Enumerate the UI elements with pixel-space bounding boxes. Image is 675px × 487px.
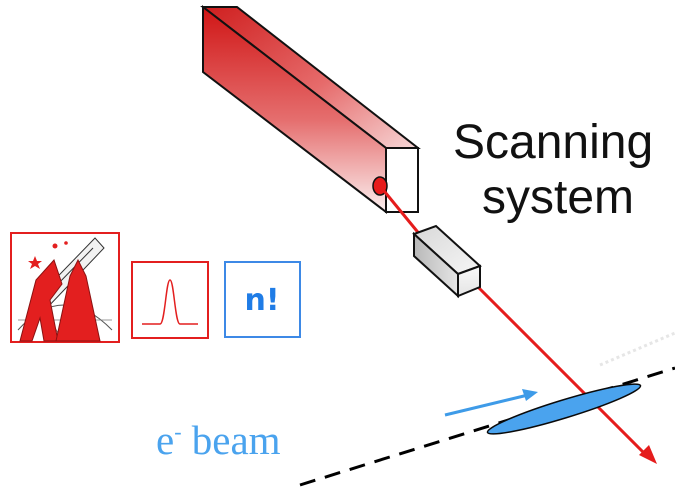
logo-star-1 <box>28 256 42 269</box>
electron-beam-suffix: beam <box>182 417 281 463</box>
optical-element-front-face <box>457 264 481 298</box>
logo-figure-left <box>19 259 63 342</box>
electron-arrowhead <box>522 389 538 401</box>
electron-beam-label: e- beam <box>156 417 281 463</box>
scanning-label: Scanning <box>453 116 653 169</box>
electron-beam-superscript: - <box>174 419 181 444</box>
electron-beam-axis <box>299 331 675 487</box>
gaussian-pulse-icon <box>131 261 209 339</box>
optical-element <box>412 224 482 299</box>
gaussian-frame <box>131 261 209 339</box>
laser-segment-lower <box>472 281 650 459</box>
logo-figure-right <box>55 258 101 342</box>
logo-star-2 <box>52 243 58 249</box>
electron-direction-arrow <box>444 389 538 417</box>
scanning-module-front-face <box>385 147 419 213</box>
laser-arrowhead <box>639 445 657 464</box>
system-label: system <box>482 171 634 224</box>
gaussian-curve <box>142 279 198 325</box>
electron-arrow-shaft <box>444 393 529 417</box>
electron-axis-faint-line <box>599 331 675 367</box>
electron-beam-prefix: e <box>156 417 174 463</box>
scanning-module <box>200 4 421 215</box>
logo-star-3 <box>64 241 68 245</box>
electron-bunch <box>486 383 642 435</box>
factorial-frame <box>224 261 301 338</box>
factorial-label: n! <box>244 283 279 318</box>
institution-logo-icon <box>10 232 120 343</box>
factorial-icon: n! <box>224 261 301 338</box>
